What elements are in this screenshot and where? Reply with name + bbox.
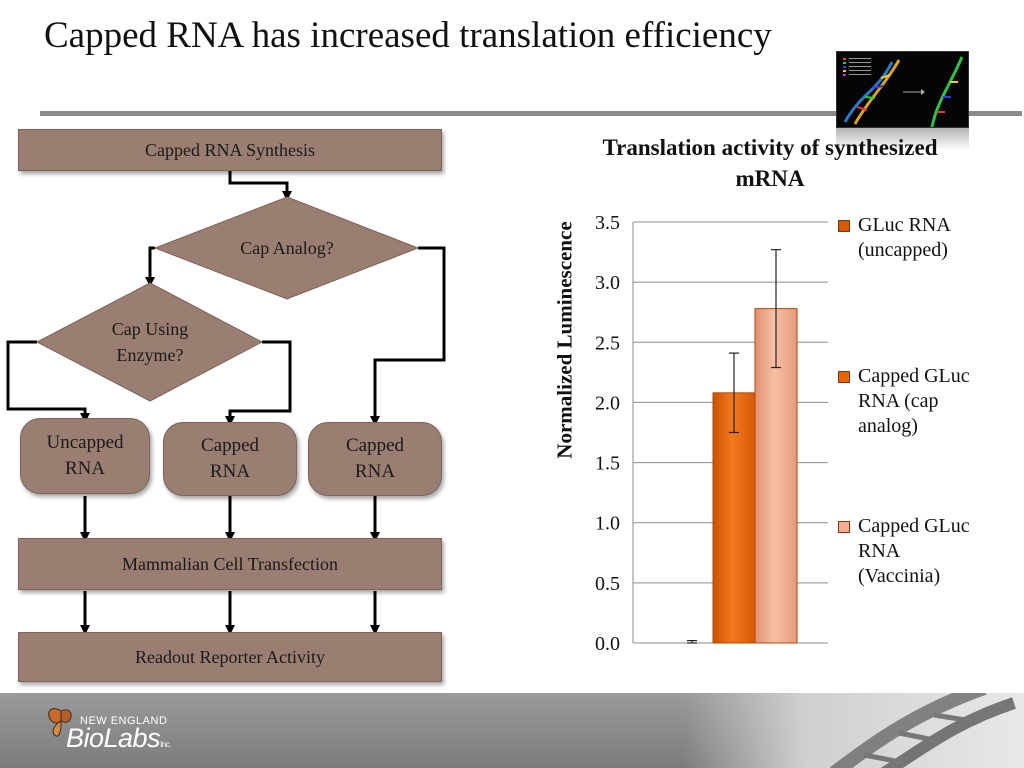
y-tick-label: 0.5 — [595, 573, 620, 595]
legend-swatch — [838, 521, 850, 533]
capped-rna-analog-box: Capped RNA — [308, 422, 442, 496]
logo-inc: Inc. — [160, 740, 171, 749]
legend-item: Capped GLuc RNA (cap analog) — [838, 364, 1018, 439]
footer-bar: NEW ENGLAND BioLabsInc. — [0, 693, 1024, 768]
cap-enzyme-label: Cap Using Enzyme? — [111, 319, 189, 365]
y-tick-label: 0.0 — [595, 633, 620, 655]
logo-new-england: NEW ENGLAND — [80, 715, 168, 727]
legend-label: Capped GLuc RNA (cap analog) — [858, 365, 970, 437]
cap-analog-decision — [153, 196, 420, 300]
dna-helix-icon — [837, 52, 968, 127]
dna-transcription-thumbnail — [836, 51, 969, 128]
legend-item: GLuc RNA (uncapped) — [838, 213, 1018, 263]
dna-helix-photo — [684, 693, 1024, 768]
legend-swatch — [838, 371, 850, 383]
dna-helix-photo-icon — [829, 693, 1016, 768]
cap-analog-label: Cap Analog? — [240, 238, 334, 258]
y-tick-label: 3.0 — [595, 272, 620, 294]
y-tick-label: 3.5 — [595, 212, 620, 234]
legend-swatch — [838, 220, 850, 232]
cap-enzyme-decision — [35, 282, 264, 402]
bar — [712, 392, 756, 644]
y-tick-label: 1.0 — [595, 513, 620, 535]
logo-biolabs-text: BioLabs — [66, 723, 161, 753]
capped-rna-synthesis-box: Capped RNA Synthesis — [18, 129, 442, 171]
capped-rna-enzyme-box: Capped RNA — [163, 422, 297, 496]
y-tick-label: 1.5 — [595, 453, 620, 475]
title-divider — [40, 111, 1022, 116]
logo-biolabs: BioLabsInc. — [66, 723, 171, 754]
uncapped-rna-box: Uncapped RNA — [20, 418, 150, 494]
legend-label: Capped GLuc RNA (Vaccinia) — [858, 515, 970, 587]
chart-title: Translation activity of synthesized mRNA — [602, 135, 938, 191]
slide-title: Capped RNA has increased translation eff… — [44, 15, 772, 56]
legend-label: GLuc RNA (uncapped) — [858, 214, 951, 261]
y-tick-label: 2.5 — [595, 332, 620, 354]
mammalian-transfection-box: Mammalian Cell Transfection — [18, 538, 442, 590]
legend-item: Capped GLuc RNA (Vaccinia) — [838, 514, 1018, 589]
y-tick-label: 2.0 — [595, 392, 620, 414]
thumbnail-reflection — [836, 128, 969, 150]
readout-reporter-box: Readout Reporter Activity — [18, 632, 442, 682]
butterfly-logo-icon — [48, 708, 72, 737]
